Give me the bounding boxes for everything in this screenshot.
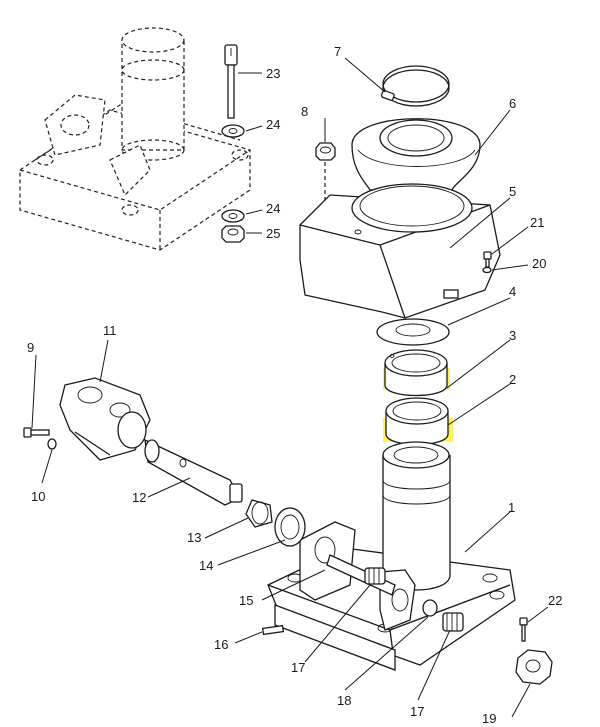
callout-13: 13 (187, 530, 201, 545)
callout-22: 22 (548, 593, 562, 608)
washer-24-upper (221, 124, 245, 138)
hose-clamp-7 (380, 65, 450, 107)
callout-labels: 1 2 3 4 5 6 7 8 9 10 11 12 13 14 15 16 1… (27, 44, 562, 726)
nut-19 (515, 649, 553, 685)
callout-5: 5 (509, 184, 516, 199)
callout-6: 6 (509, 96, 516, 111)
washer-20 (482, 266, 492, 274)
callout-15: 15 (239, 593, 253, 608)
screw-23 (224, 44, 238, 119)
cover-5 (299, 183, 501, 319)
callout-4: 4 (509, 284, 516, 299)
nut-8 (315, 142, 336, 205)
screw-9 (23, 427, 50, 438)
callout-2: 2 (509, 372, 516, 387)
pump-head-11 (59, 377, 151, 461)
callout-21: 21 (530, 215, 544, 230)
callout-11: 11 (103, 323, 117, 338)
callout-16: 16 (214, 637, 228, 652)
callout-24-lower: 24 (266, 201, 280, 216)
plug-18 (422, 599, 438, 617)
seal-14 (274, 507, 306, 547)
grease-fitting-17-right (442, 612, 464, 632)
bellows-boot-6 (351, 118, 481, 191)
callout-18: 18 (337, 693, 351, 708)
callout-19: 19 (482, 711, 496, 726)
washer-10 (47, 438, 57, 450)
grease-fitting-17-left (364, 567, 386, 585)
callout-25: 25 (266, 226, 280, 241)
bushing-2 (383, 397, 453, 446)
dashed-reference-housing (19, 27, 251, 251)
callout-12: 12 (132, 490, 146, 505)
nut-25 (221, 225, 245, 243)
callout-17-right: 17 (410, 704, 424, 719)
washer-24-lower (221, 209, 245, 223)
callout-17-left: 17 (291, 660, 305, 675)
bushing-3 (383, 349, 450, 397)
screw-22 (519, 617, 528, 642)
callout-3: 3 (509, 328, 516, 343)
callout-10: 10 (31, 489, 45, 504)
pump-piston-12 (144, 438, 243, 506)
pin-16 (261, 624, 285, 636)
leader-lines (31, 57, 549, 718)
callout-20: 20 (532, 256, 546, 271)
callout-7: 7 (334, 44, 341, 59)
callout-14: 14 (199, 558, 213, 573)
callout-8: 8 (301, 104, 308, 119)
callout-9: 9 (27, 340, 34, 355)
cylinder-1 (382, 441, 451, 591)
bushing-13 (245, 499, 273, 528)
callout-23: 23 (266, 66, 280, 81)
callout-1: 1 (508, 500, 515, 515)
callout-24-upper: 24 (266, 117, 280, 132)
washer-4 (376, 318, 450, 346)
